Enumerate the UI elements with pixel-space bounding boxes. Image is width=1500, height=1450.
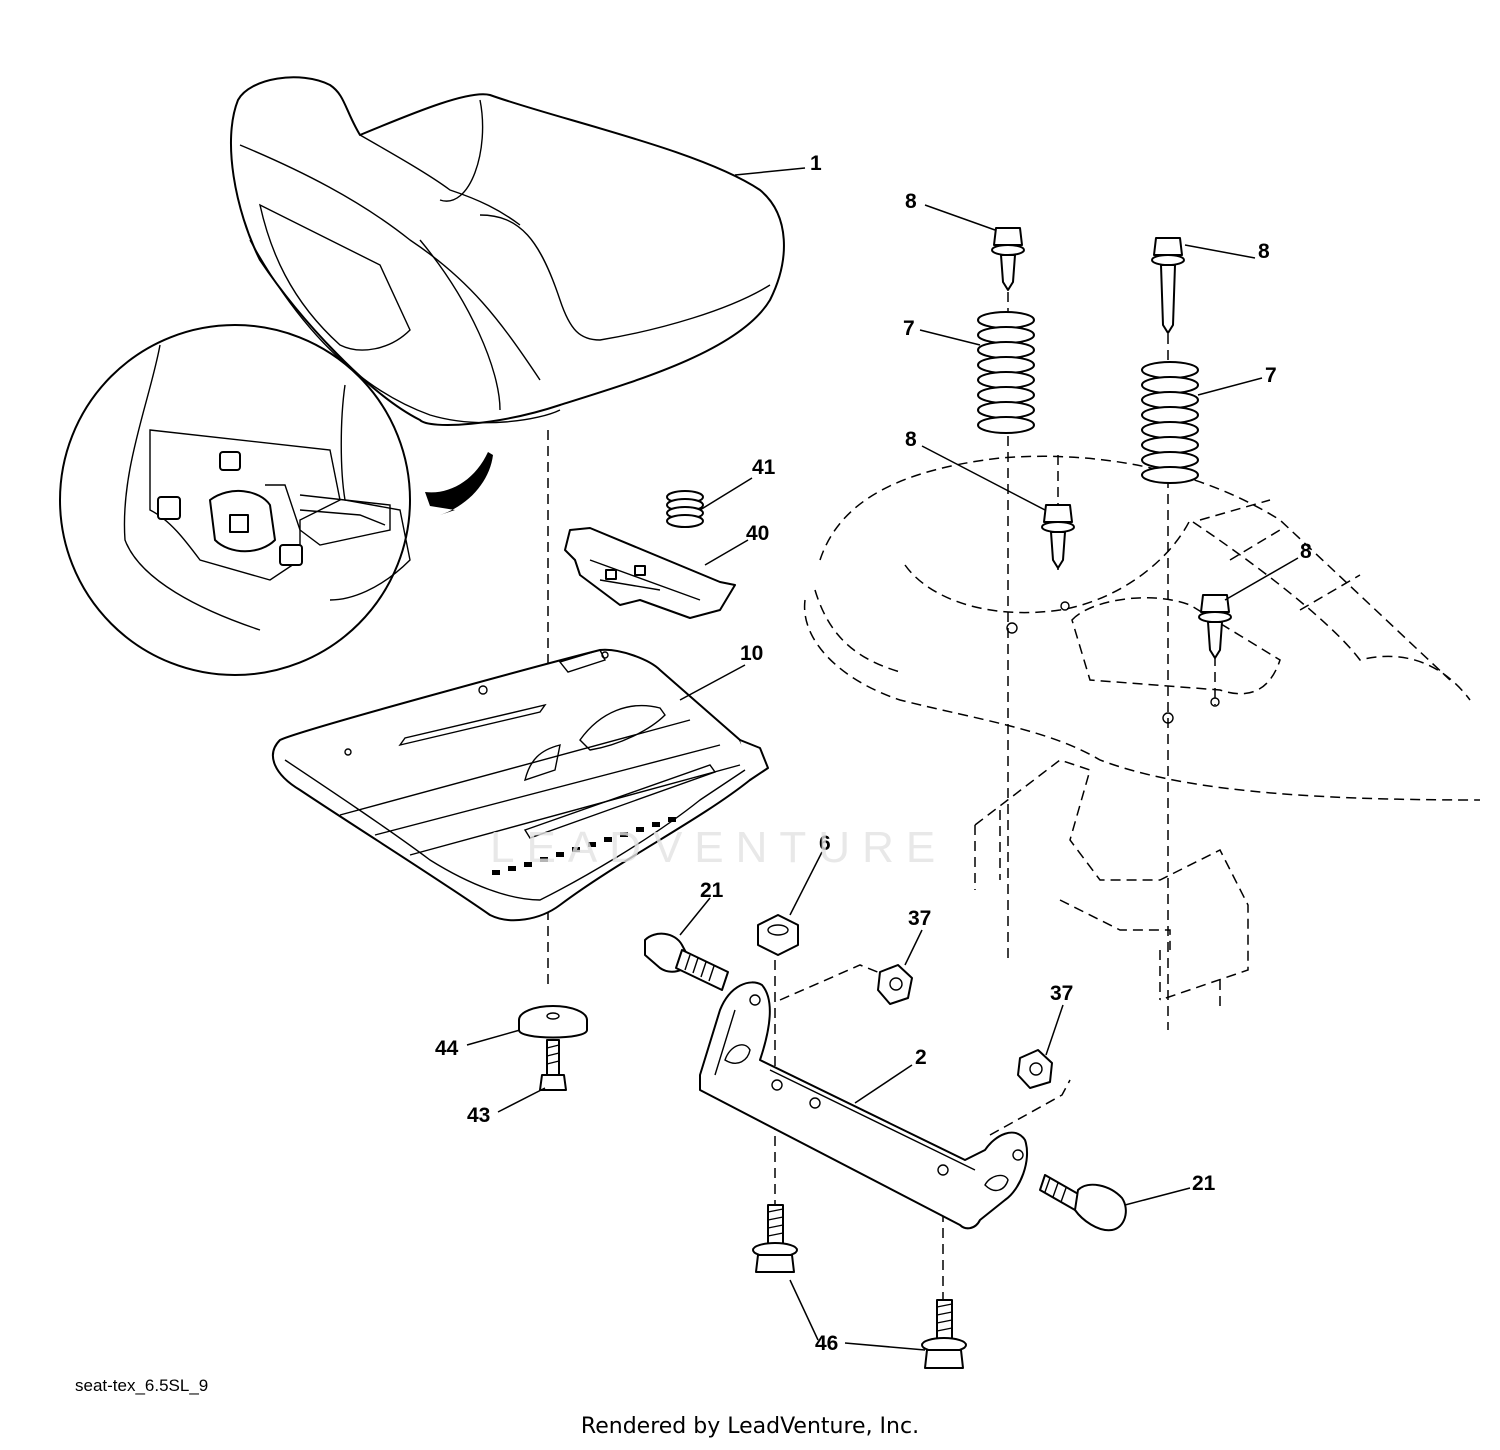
bolt-mid-right-part [1198,594,1232,659]
callout-seat-pan: 10 [740,642,763,665]
leader-lines [466,167,1299,1351]
bolt-21-right-part [1039,1174,1127,1232]
callout-seat: 1 [810,152,822,175]
bolt-46-left-part [752,1204,798,1273]
drawing-code: seat-tex_6.5SL_9 [75,1376,209,1395]
callout-bolt-46: 46 [815,1332,838,1355]
callout-screw-43: 43 [467,1104,490,1127]
detail-view [59,324,411,676]
callout-spring-b: 7 [1265,364,1277,387]
nut-37-lower-part [1017,1049,1053,1089]
nut-6-part [757,914,799,956]
nut-37-upper-part [877,964,913,1005]
callout-bracket-2: 2 [915,1046,927,1069]
seat-part [229,76,785,426]
detail-arrow [425,452,493,515]
callout-spring-a: 7 [903,317,915,340]
watermark-text: LEADVENTURE [490,823,948,872]
bolt-top-right-part [1151,237,1185,334]
callout-nut-37-a: 37 [908,907,931,930]
spring-right-part [1141,361,1199,484]
callout-labels: 1 8 8 7 7 8 8 41 40 10 6 21 37 37 2 44 4… [435,152,1312,1355]
frame-fender-outline [803,455,1481,1010]
small-spring-part [666,490,704,528]
spring-left-part [977,311,1035,434]
callout-switch-bracket: 40 [746,522,769,545]
callout-nut-6: 6 [819,832,831,855]
knob-44-part [518,1005,588,1076]
callout-bolt-c: 8 [905,428,917,451]
bolt-mid-left-part [1041,504,1075,569]
callout-bolt-a: 8 [905,190,917,213]
callout-spring-small: 41 [752,456,776,479]
footer-credit: Rendered by LeadVenture, Inc. [580,1414,920,1439]
seat-pan-part [271,648,769,922]
callout-bolt-21-right: 21 [1192,1172,1216,1195]
callout-bolt-b: 8 [1258,240,1270,263]
callout-knob-44: 44 [435,1037,459,1060]
screw-43-part [539,1074,567,1091]
callout-nut-37-b: 37 [1050,982,1073,1005]
switch-bracket-part [564,527,736,619]
bolt-top-left-part [991,227,1025,291]
bolt-46-right-part [921,1299,967,1369]
bracket-2-part [699,981,1029,1230]
bolt-21-left-part [644,932,729,991]
callout-bolt-d: 8 [1300,540,1312,563]
callout-bolt-21-left: 21 [700,879,724,902]
slot-row [492,817,676,875]
